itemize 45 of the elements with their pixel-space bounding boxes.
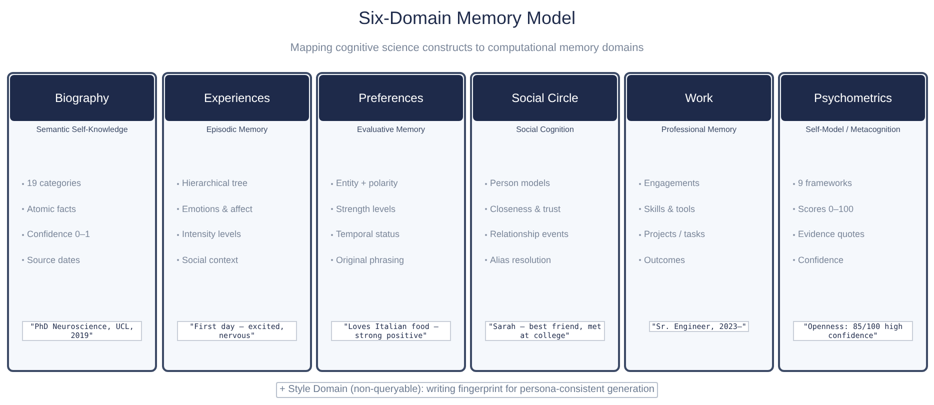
feature-item: Skills & tools [644, 202, 696, 216]
domain-header: Preferences [319, 75, 463, 121]
domain-subtitle: Episodic Memory [205, 125, 269, 134]
feature-item: Person models [490, 177, 550, 190]
domain-subtitle: Social Cognition [515, 125, 575, 134]
feature-item: Relationship events [490, 228, 569, 241]
feature-item: Outcomes [644, 254, 686, 266]
feature-item: Entity + polarity [336, 177, 398, 190]
domain-card [470, 72, 620, 372]
feature-item: 19 categories [27, 177, 82, 190]
feature-item: Temporal status [336, 228, 400, 241]
feature-item: Confidence [798, 254, 844, 266]
note-box: + Style Domain (non-queryable): writing fingerprint for persona-consistent generation [276, 382, 658, 398]
domain-header: Social Circle [473, 75, 617, 121]
feature-item: Evidence quotes [798, 228, 865, 241]
feature-item: Source dates [27, 254, 80, 266]
feature-item: Atomic facts [27, 202, 76, 216]
domain-card [624, 72, 774, 372]
feature-item: Scores 0–100 [798, 202, 854, 216]
domain-card [7, 72, 157, 372]
feature-item: Closeness & trust [490, 202, 561, 216]
domain-subtitle: Evaluative Memory [356, 125, 426, 134]
domain-card [316, 72, 466, 372]
domain-subtitle: Semantic Self-Knowledge [35, 125, 129, 134]
feature-item: Projects / tasks [644, 228, 706, 241]
feature-item: Engagements [644, 177, 700, 190]
domain-subtitle: Self-Model / Metacognition [804, 125, 902, 134]
feature-item: Alias resolution [490, 254, 552, 266]
feature-item: Intensity levels [182, 228, 242, 241]
feature-item: 9 frameworks [798, 177, 852, 190]
domain-header: Psychometrics [781, 75, 925, 121]
diagram-title: Six-Domain Memory Model [358, 7, 576, 30]
subtitle: Mapping cognitive science constructs to computational memory domains [290, 41, 644, 56]
domain-subtitle: Professional Memory [660, 125, 738, 134]
feature-item: Emotions & affect [182, 202, 252, 216]
domain-card [162, 72, 312, 372]
domain-header: Biography [10, 75, 154, 121]
feature-item: Confidence 0–1 [27, 228, 90, 241]
domain-header: Work [627, 75, 771, 121]
feature-item: Strength levels [336, 202, 396, 216]
domain-header: Experiences [165, 75, 309, 121]
feature-item: Original phrasing [336, 254, 404, 267]
feature-item: Hierarchical tree [182, 177, 248, 190]
feature-item: Social context [182, 254, 238, 266]
domain-card [778, 72, 928, 372]
